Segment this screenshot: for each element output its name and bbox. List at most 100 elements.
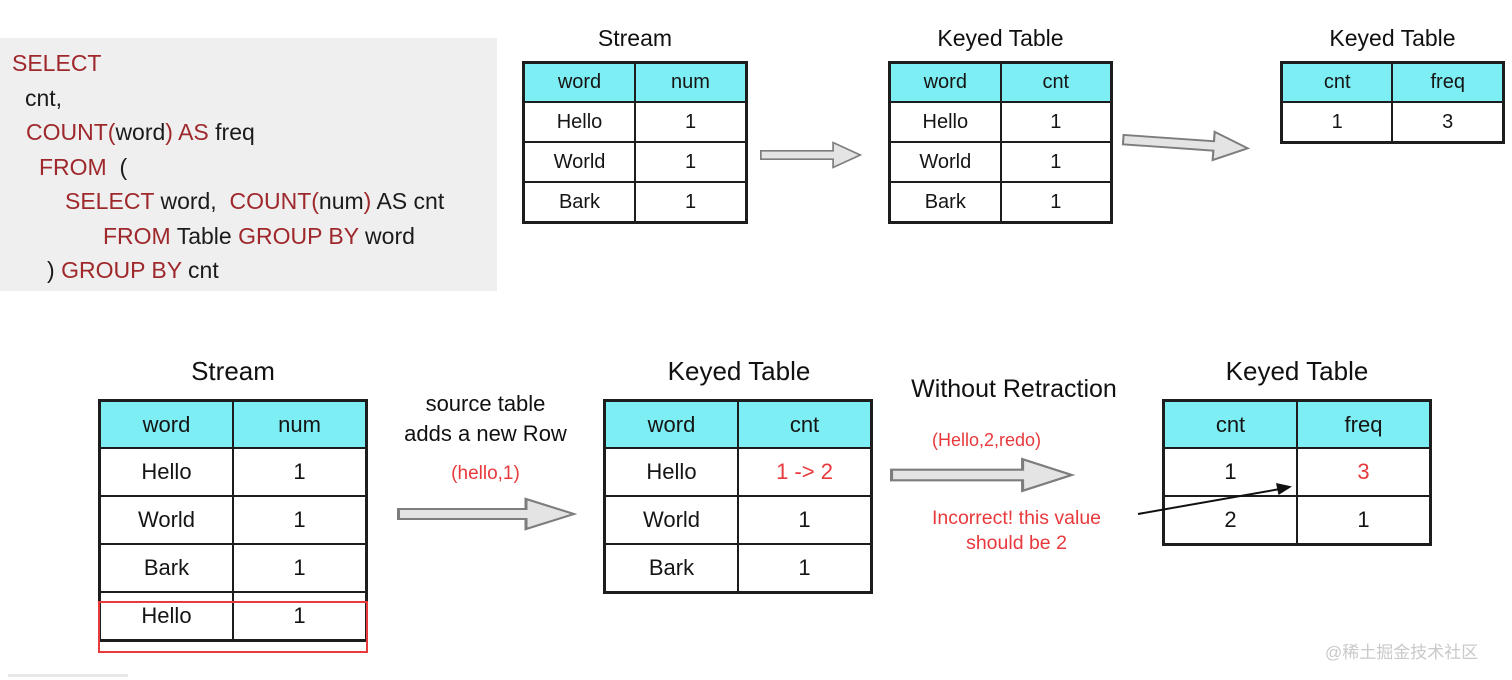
table-cell: Hello — [522, 101, 636, 143]
sql-text: cnt, — [25, 84, 63, 111]
table-cell: Hello — [603, 447, 739, 497]
sql-text: freq — [208, 119, 255, 145]
table-cell: 1 — [1162, 447, 1298, 497]
flow-arrow-icon — [397, 496, 577, 532]
sql-text: AS cnt — [371, 188, 445, 214]
sql-text: word — [115, 119, 166, 145]
column-header: word — [603, 399, 739, 449]
redo-tuple-label: (Hello,2,redo) — [931, 430, 1042, 450]
table-cell: 1 -> 2 — [737, 447, 873, 497]
sql-text: word — [358, 222, 415, 249]
table-cell: 2 — [1162, 495, 1298, 546]
table-cell: 1 — [232, 543, 368, 593]
column-header: cnt — [1162, 399, 1298, 449]
table-cell: 1 — [634, 181, 748, 224]
sql-keyword: AS — [178, 119, 209, 145]
source-table-note-line1: source table — [425, 391, 546, 416]
table-cell: Bark — [522, 181, 636, 224]
table-cell: Hello — [888, 101, 1002, 143]
table-cell: 1 — [999, 141, 1113, 183]
sql-keyword: ) — [363, 188, 372, 214]
sql-text: num — [318, 188, 364, 214]
table-cell: 1 — [1280, 101, 1394, 144]
table-cell: Hello — [98, 447, 234, 497]
table-cell: 1 — [1296, 495, 1432, 546]
table-cell: World — [888, 141, 1002, 183]
table-cell: 3 — [1391, 101, 1505, 144]
incorrect-value-note: Incorrect! this value should be 2 — [890, 506, 1143, 556]
table-cell: Hello — [98, 591, 234, 642]
sql-text: cnt — [181, 257, 219, 283]
flow-arrow-icon — [890, 456, 1075, 494]
table-cell: 1 — [232, 495, 368, 545]
sql-keyword: ) — [165, 119, 179, 145]
incorrect-value-note-line2: should be 2 — [966, 532, 1067, 554]
table-cell: Bark — [98, 543, 234, 593]
table-cell: 1 — [737, 543, 873, 594]
table-cell: 1 — [737, 495, 873, 545]
table-cell: World — [522, 141, 636, 183]
table-cell: Bark — [888, 181, 1002, 224]
sql-text: Table — [170, 222, 239, 249]
without-retraction-title: Without Retraction — [911, 375, 1117, 403]
table-title: Stream — [191, 356, 275, 386]
table-cell: World — [603, 495, 739, 545]
table-title: Keyed Table — [937, 25, 1064, 51]
column-header: cnt — [1280, 61, 1394, 103]
table-cell: 1 — [999, 181, 1113, 224]
sql-keyword: SELECT — [65, 188, 155, 214]
column-header: word — [888, 61, 1002, 103]
table-cell: 1 — [634, 141, 748, 183]
watermark: @稀土掘金技术社区 — [1325, 643, 1479, 662]
column-header: cnt — [737, 399, 873, 449]
column-header: word — [522, 61, 636, 103]
source-table-note: source table adds a new Row — [378, 389, 593, 449]
sql-keyword: FROM — [39, 153, 107, 180]
table-cell: 3 — [1296, 447, 1432, 497]
pointer-arrow-icon — [1130, 477, 1302, 526]
table-title: Keyed Table — [667, 356, 811, 386]
column-header: freq — [1391, 61, 1505, 103]
new-row-tuple-label: (hello,1) — [451, 463, 520, 484]
column-header: num — [232, 399, 368, 449]
source-table-note-line2: adds a new Row — [404, 421, 567, 446]
flow-arrow-icon — [1121, 123, 1251, 166]
sql-keyword: SELECT — [12, 50, 102, 76]
sql-text: ( — [106, 153, 128, 180]
table-cell: 1 — [232, 447, 368, 497]
table-cell: World — [98, 495, 234, 545]
table-cell: Bark — [603, 543, 739, 594]
column-header: num — [634, 61, 748, 103]
incorrect-value-note-line1: Incorrect! this value — [931, 507, 1102, 529]
table-title: Keyed Table — [1329, 25, 1456, 51]
sql-text: ) — [47, 257, 62, 283]
table-cell: 1 — [634, 101, 748, 143]
flow-arrow-icon — [760, 140, 862, 170]
sql-text: word, — [154, 188, 230, 214]
sql-keyword: COUNT( — [26, 119, 116, 145]
table-title: Keyed Table — [1225, 356, 1369, 386]
sql-keyword: GROUP BY — [238, 222, 359, 249]
table-cell: 1 — [999, 101, 1113, 143]
cropped-artifact — [8, 674, 128, 680]
sql-keyword: GROUP BY — [61, 257, 182, 283]
sql-keyword: FROM — [103, 222, 171, 249]
sql-keyword: COUNT( — [229, 188, 319, 214]
table-cell: 1 — [232, 591, 368, 642]
table-title: Stream — [597, 25, 673, 51]
column-header: word — [98, 399, 234, 449]
